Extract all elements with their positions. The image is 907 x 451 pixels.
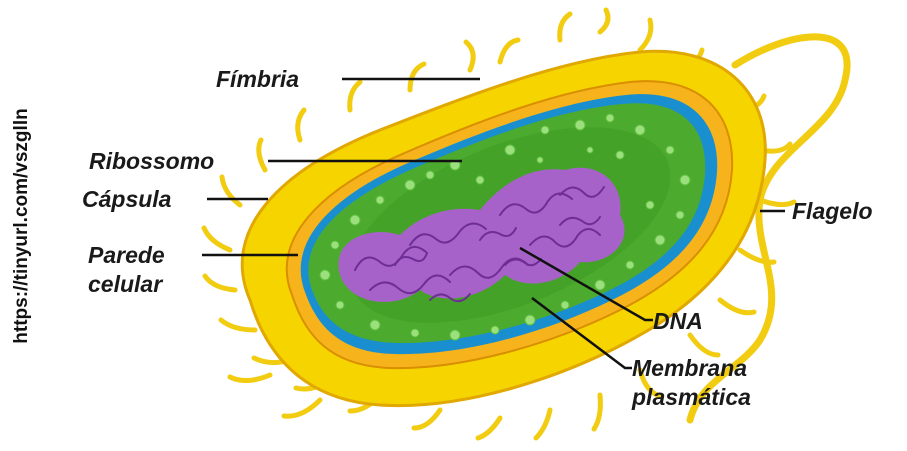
label-ribossomo: Ribossomo <box>89 148 214 174</box>
label-parede: Parede <box>88 242 165 268</box>
label-fimbria: Fímbria <box>216 66 299 92</box>
label-celular: celular <box>88 271 162 297</box>
label-dna: DNA <box>653 308 703 334</box>
side-url: https://tinyurl.com/vszglln <box>11 108 33 343</box>
label-plasmatica: plasmática <box>632 384 751 410</box>
label-flagelo: Flagelo <box>792 198 873 224</box>
label-membrana: Membrana <box>632 355 747 381</box>
label-capsula: Cápsula <box>82 186 171 212</box>
